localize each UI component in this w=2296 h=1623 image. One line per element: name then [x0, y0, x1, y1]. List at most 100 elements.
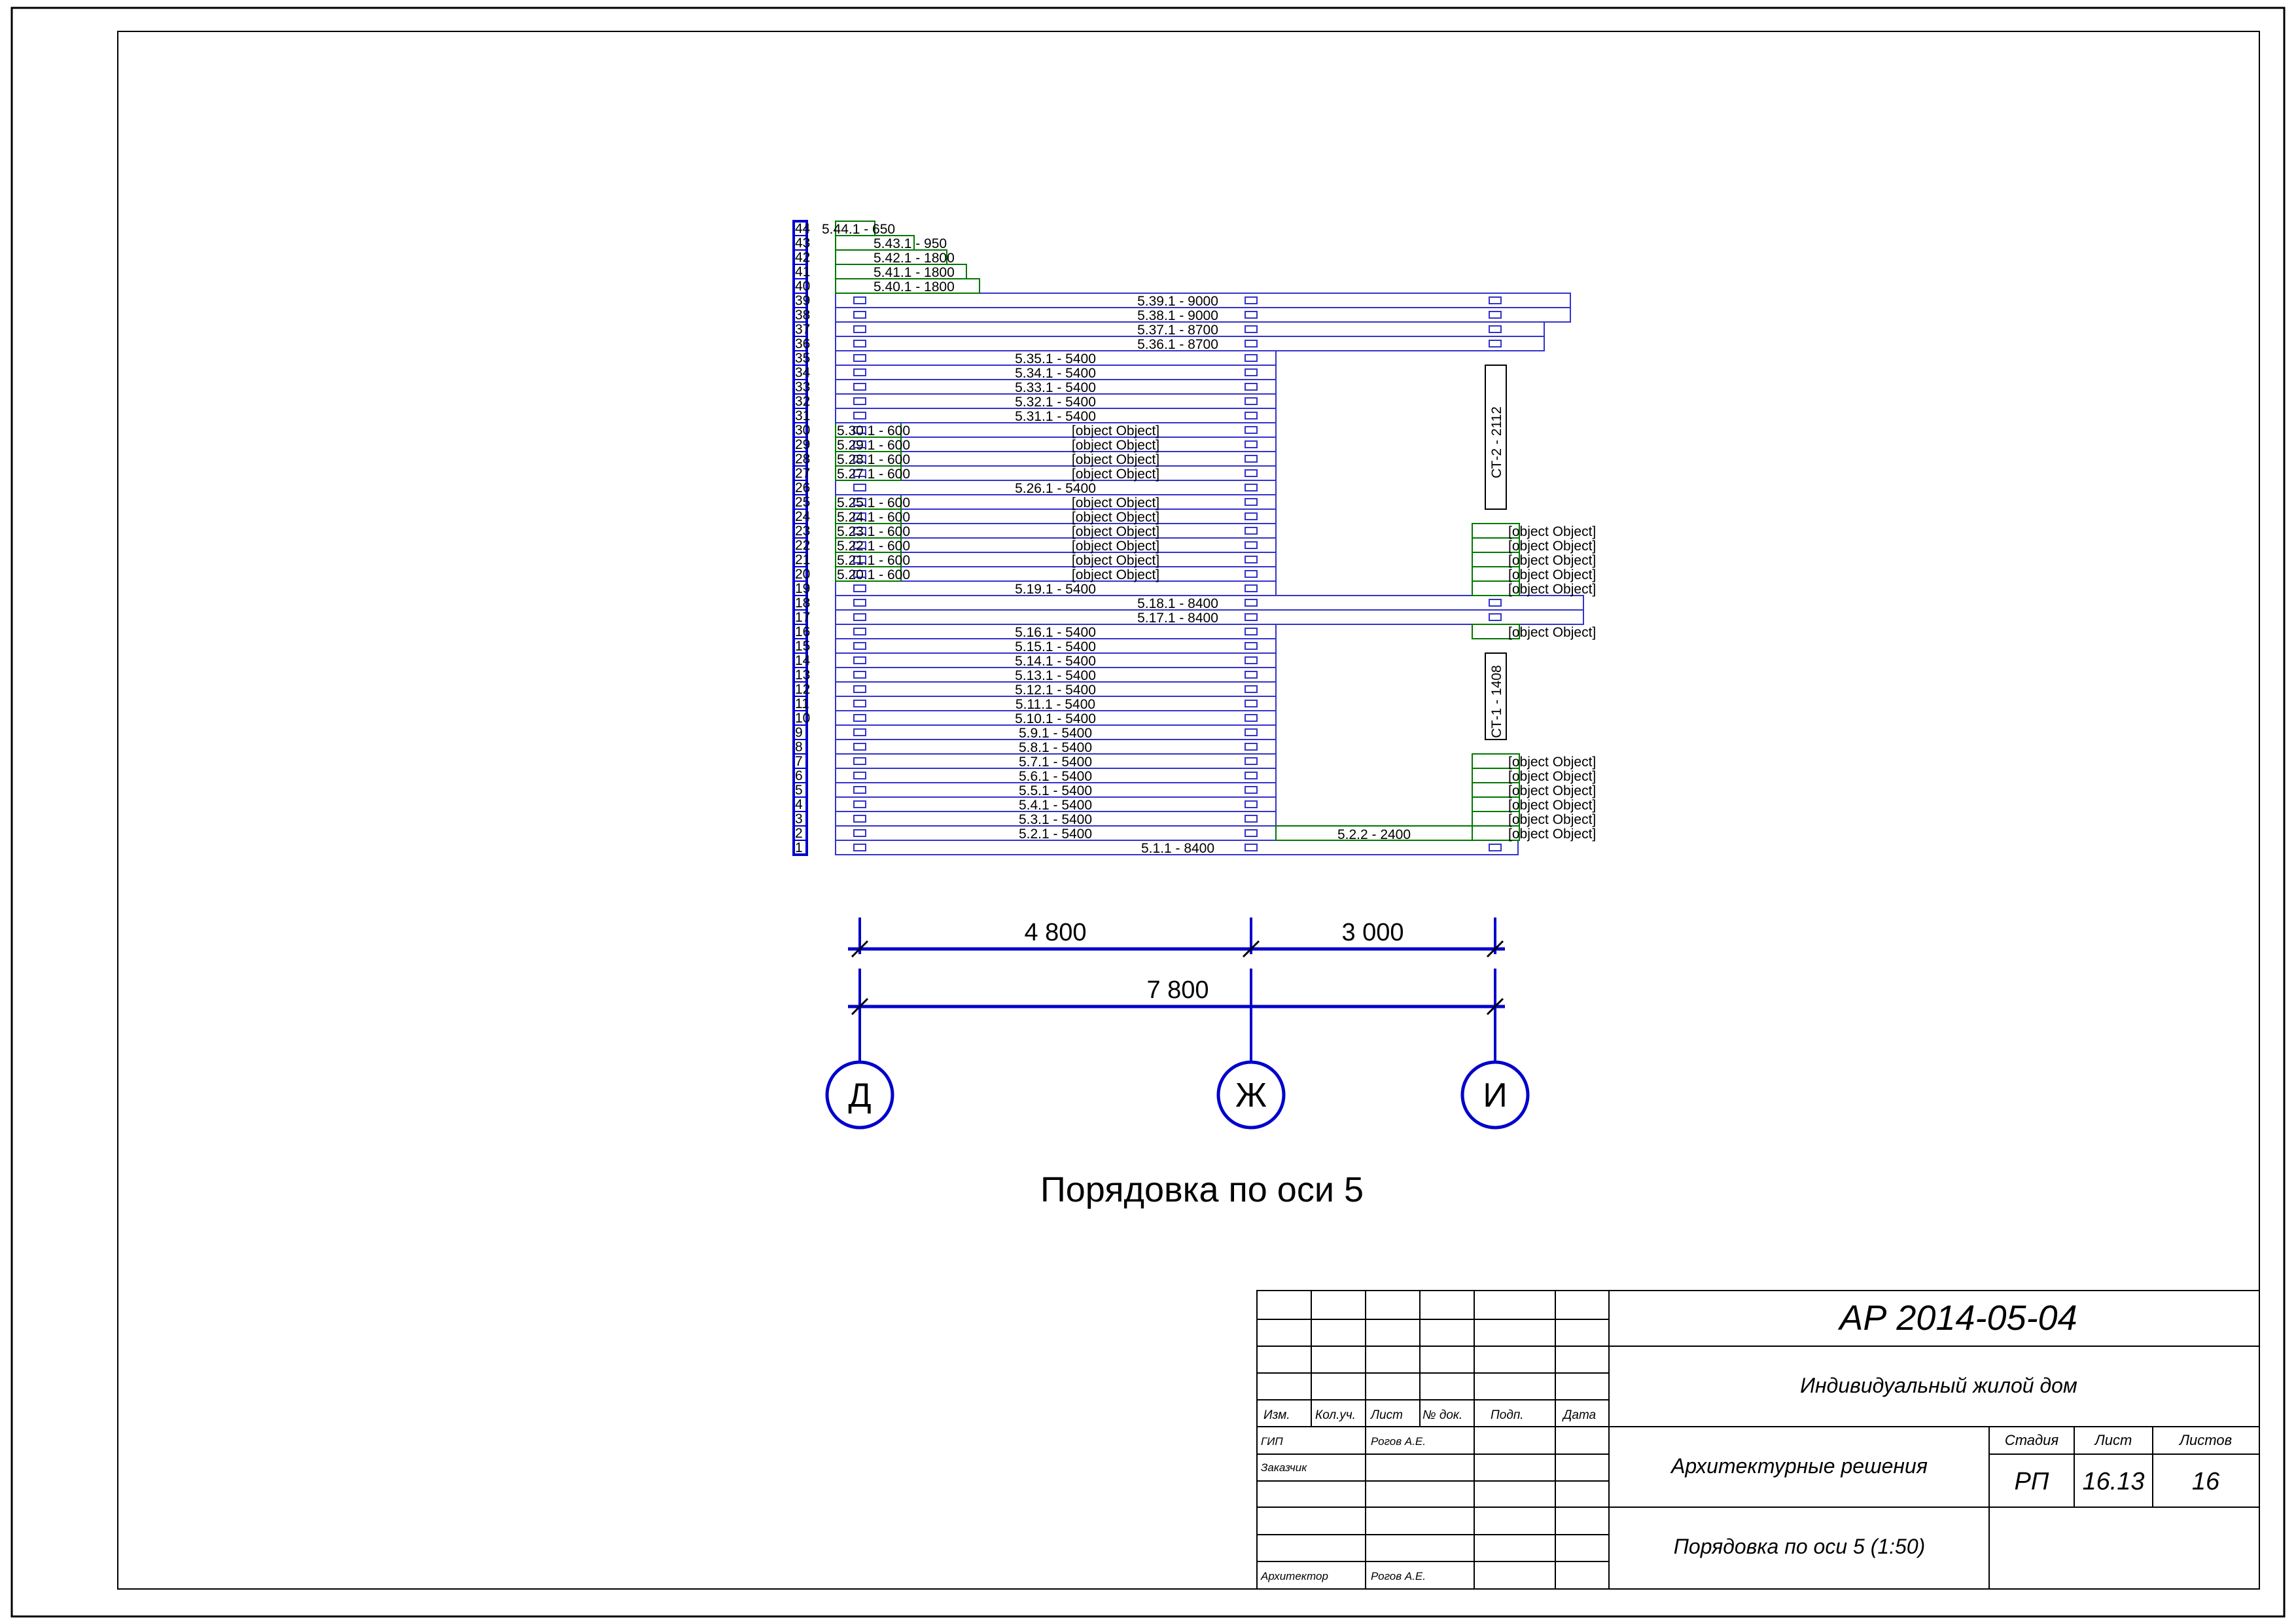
- right-log-label-7: [object Object]: [1508, 755, 1596, 770]
- log-row-39: [835, 293, 1571, 308]
- dowel: [853, 412, 866, 419]
- axis-marker-i: [1460, 1060, 1530, 1130]
- project-name: Индивидуальный жилой дом: [1800, 1374, 2077, 1397]
- dowel: [853, 383, 866, 391]
- dowel: [1245, 570, 1258, 578]
- dowel: [1245, 556, 1258, 563]
- row-number: 16: [795, 624, 810, 639]
- dowel: [1245, 642, 1258, 650]
- dowel: [1245, 656, 1258, 664]
- drawing-title: Порядовка по оси 5: [1040, 1170, 1364, 1209]
- role-gip: ГИП: [1261, 1435, 1283, 1448]
- mid-log-label-29: [object Object]: [1072, 438, 1159, 453]
- dowel: [1489, 599, 1502, 607]
- right-log-label-5: [object Object]: [1508, 783, 1596, 798]
- right-log-label-16: [object Object]: [1508, 625, 1596, 640]
- row-number: 27: [795, 466, 810, 481]
- dowel: [1245, 700, 1258, 707]
- log-label-7: 5.7.1 - 5400: [1019, 755, 1092, 770]
- log-label-38: 5.38.1 - 9000: [1137, 308, 1218, 323]
- dimension-chain: 4 800 3 000 7 800: [848, 918, 1505, 1086]
- log-label-19: 5.19.1 - 5400: [1015, 582, 1096, 597]
- dowel: [1245, 757, 1258, 765]
- log-label-22: 5.22.1 - 600: [837, 539, 910, 554]
- dowel: [1245, 772, 1258, 779]
- mid-log-label-24: [object Object]: [1072, 510, 1159, 525]
- row-number: 2: [795, 826, 803, 841]
- log-label-4: 5.4.1 - 5400: [1019, 798, 1092, 813]
- log-label-24: 5.24.1 - 600: [837, 510, 910, 525]
- dowel: [853, 340, 866, 348]
- dowel: [1245, 397, 1258, 405]
- sheets-value: 16: [2192, 1468, 2220, 1495]
- log-label-15: 5.15.1 - 5400: [1015, 639, 1096, 654]
- dowel: [1245, 815, 1258, 823]
- dowel: [1245, 296, 1258, 304]
- log-label-39: 5.39.1 - 9000: [1137, 294, 1218, 309]
- opening-st2: [1485, 365, 1507, 510]
- log-label-43: 5.43.1 - 950: [874, 236, 947, 251]
- dowel: [853, 757, 866, 765]
- dowel: [1245, 498, 1258, 506]
- log-label-28: 5.28.1 - 600: [837, 452, 910, 467]
- log-label-40: 5.40.1 - 1800: [874, 279, 955, 294]
- row-number: 43: [795, 236, 810, 251]
- right-log-label-3: [object Object]: [1508, 812, 1596, 827]
- header-kol-uch: Кол.уч.: [1315, 1408, 1356, 1422]
- log-label-5: 5.5.1 - 5400: [1019, 783, 1092, 798]
- row-number: 20: [795, 567, 810, 582]
- log-label-35: 5.35.1 - 5400: [1015, 351, 1096, 366]
- dowel: [853, 642, 866, 650]
- dowel: [1245, 714, 1258, 722]
- row-number: 26: [795, 480, 810, 495]
- axis-label-zh: Ж: [1235, 1077, 1267, 1115]
- axis-marker-d: [825, 1060, 894, 1130]
- log-label-13: 5.13.1 - 5400: [1015, 668, 1096, 683]
- dowel: [853, 728, 866, 736]
- dowel: [853, 368, 866, 376]
- log-label-2: 5.2.1 - 5400: [1019, 827, 1092, 842]
- log-label-26: 5.26.1 - 5400: [1015, 481, 1096, 496]
- dowel: [853, 440, 866, 448]
- log-label-42: 5.42.1 - 1800: [874, 251, 955, 266]
- dowel: [1245, 484, 1258, 491]
- dowel: [1245, 412, 1258, 419]
- row-number: 28: [795, 452, 810, 467]
- row-number: 39: [795, 293, 810, 308]
- log-label-27: 5.27.1 - 600: [837, 467, 910, 482]
- log-label-20: 5.20.1 - 600: [837, 567, 910, 582]
- row-number: 29: [795, 437, 810, 452]
- dowel: [853, 656, 866, 664]
- row-number: 34: [795, 365, 811, 380]
- row-number: 8: [795, 740, 803, 755]
- right-log-label-23: [object Object]: [1508, 524, 1596, 539]
- right-short-log-16: [1472, 624, 1520, 639]
- dowel: [853, 772, 866, 779]
- dowel: [853, 815, 866, 823]
- log-layout: 1234567891011121314151617181920212223242…: [792, 220, 1596, 856]
- dowel: [1245, 383, 1258, 391]
- row-number: 10: [795, 711, 810, 726]
- dowel: [1489, 296, 1502, 304]
- row-number: 5: [795, 783, 803, 798]
- stage-value: РП: [2015, 1468, 2049, 1495]
- dimension-total: 7 800: [1146, 976, 1209, 1004]
- axis-label-d: Д: [848, 1077, 871, 1115]
- right-short-log-23: [1472, 523, 1520, 539]
- dowel: [1245, 455, 1258, 463]
- dowel: [853, 541, 866, 549]
- row-number: 33: [795, 380, 810, 395]
- log-label-11: 5.11.1 - 5400: [1016, 697, 1095, 712]
- drawing-frame: [117, 31, 2260, 1590]
- sheet-label: Лист: [2094, 1432, 2132, 1448]
- document-code: АР 2014-05-04: [1837, 1298, 2077, 1338]
- dowel: [853, 311, 866, 319]
- row-number: 7: [795, 754, 803, 769]
- log-label-44: 5.44.1 - 650: [822, 222, 895, 237]
- log-label-3: 5.3.1 - 5400: [1019, 812, 1092, 827]
- dowel: [1245, 584, 1258, 592]
- log-label-9: 5.9.1 - 5400: [1019, 726, 1092, 741]
- right-log-label-2: [object Object]: [1508, 827, 1596, 842]
- sheets-label: Листов: [2178, 1432, 2232, 1448]
